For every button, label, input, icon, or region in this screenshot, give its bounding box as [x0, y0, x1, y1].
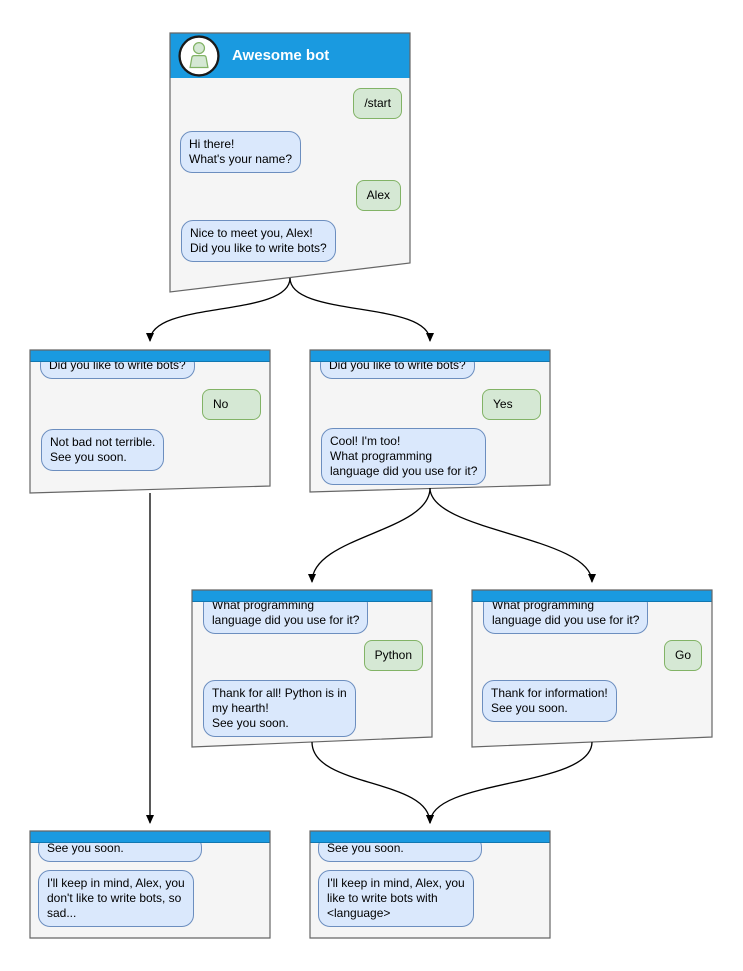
user-message-bubble: /start — [353, 88, 402, 119]
user-message-bubble: Go — [663, 640, 702, 671]
window-titlebar — [472, 590, 712, 602]
bot-message-bubble: Not bad not terrible. See you soon. — [41, 429, 165, 471]
bot-title: Awesome bot — [232, 47, 330, 64]
user-message-bubble: No — [202, 389, 261, 420]
bot-message-bubble: I'll keep in mind, Alex, you don't like … — [38, 870, 194, 927]
window-titlebar — [192, 590, 432, 602]
window-titlebar — [310, 350, 550, 362]
chat-window-end-no: See you soon. I'll keep in mind, Alex, y… — [30, 831, 270, 938]
chat-window-python-branch: What programming language did you use fo… — [192, 590, 432, 747]
bot-message-bubble: I'll keep in mind, Alex, you like to wri… — [318, 870, 474, 927]
chat-window-end-yes: See you soon. I'll keep in mind, Alex, y… — [310, 831, 550, 938]
arrow-go-to-end — [426, 741, 593, 824]
bot-message-bubble: Thank for all! Python is in my hearth! S… — [203, 680, 356, 737]
bot-message-bubble: Cool! I'm too! What programming language… — [321, 428, 487, 485]
arrow-yes-to-go — [429, 487, 596, 583]
chat-window-go-branch: What programming language did you use fo… — [472, 590, 712, 747]
user-message-bubble: Yes — [482, 389, 541, 420]
window-titlebar — [30, 350, 270, 362]
bot-avatar-icon — [178, 34, 220, 77]
bot-message-bubble: Thank for information! See you soon. — [482, 680, 617, 722]
window-titlebar — [30, 831, 270, 843]
chat-window-main: Awesome bot /start Hi there! What's your… — [170, 33, 410, 292]
user-message-bubble: Alex — [355, 180, 401, 211]
window-titlebar — [310, 831, 550, 843]
user-message-bubble: Python — [363, 640, 423, 671]
chat-window-yes-branch: Did you like to write bots? Yes Cool! I'… — [310, 350, 550, 492]
arrow-python-to-end — [311, 741, 434, 824]
chat-window-no-branch: Did you like to write bots? No Not bad n… — [30, 350, 270, 493]
arrow-yes-to-python — [308, 487, 431, 583]
bot-message-bubble: Nice to meet you, Alex! Did you like to … — [181, 220, 336, 262]
chat-header: Awesome bot — [170, 33, 410, 78]
arrow-main-to-yes — [289, 277, 434, 342]
bot-message-bubble: Hi there! What's your name? — [180, 131, 302, 173]
